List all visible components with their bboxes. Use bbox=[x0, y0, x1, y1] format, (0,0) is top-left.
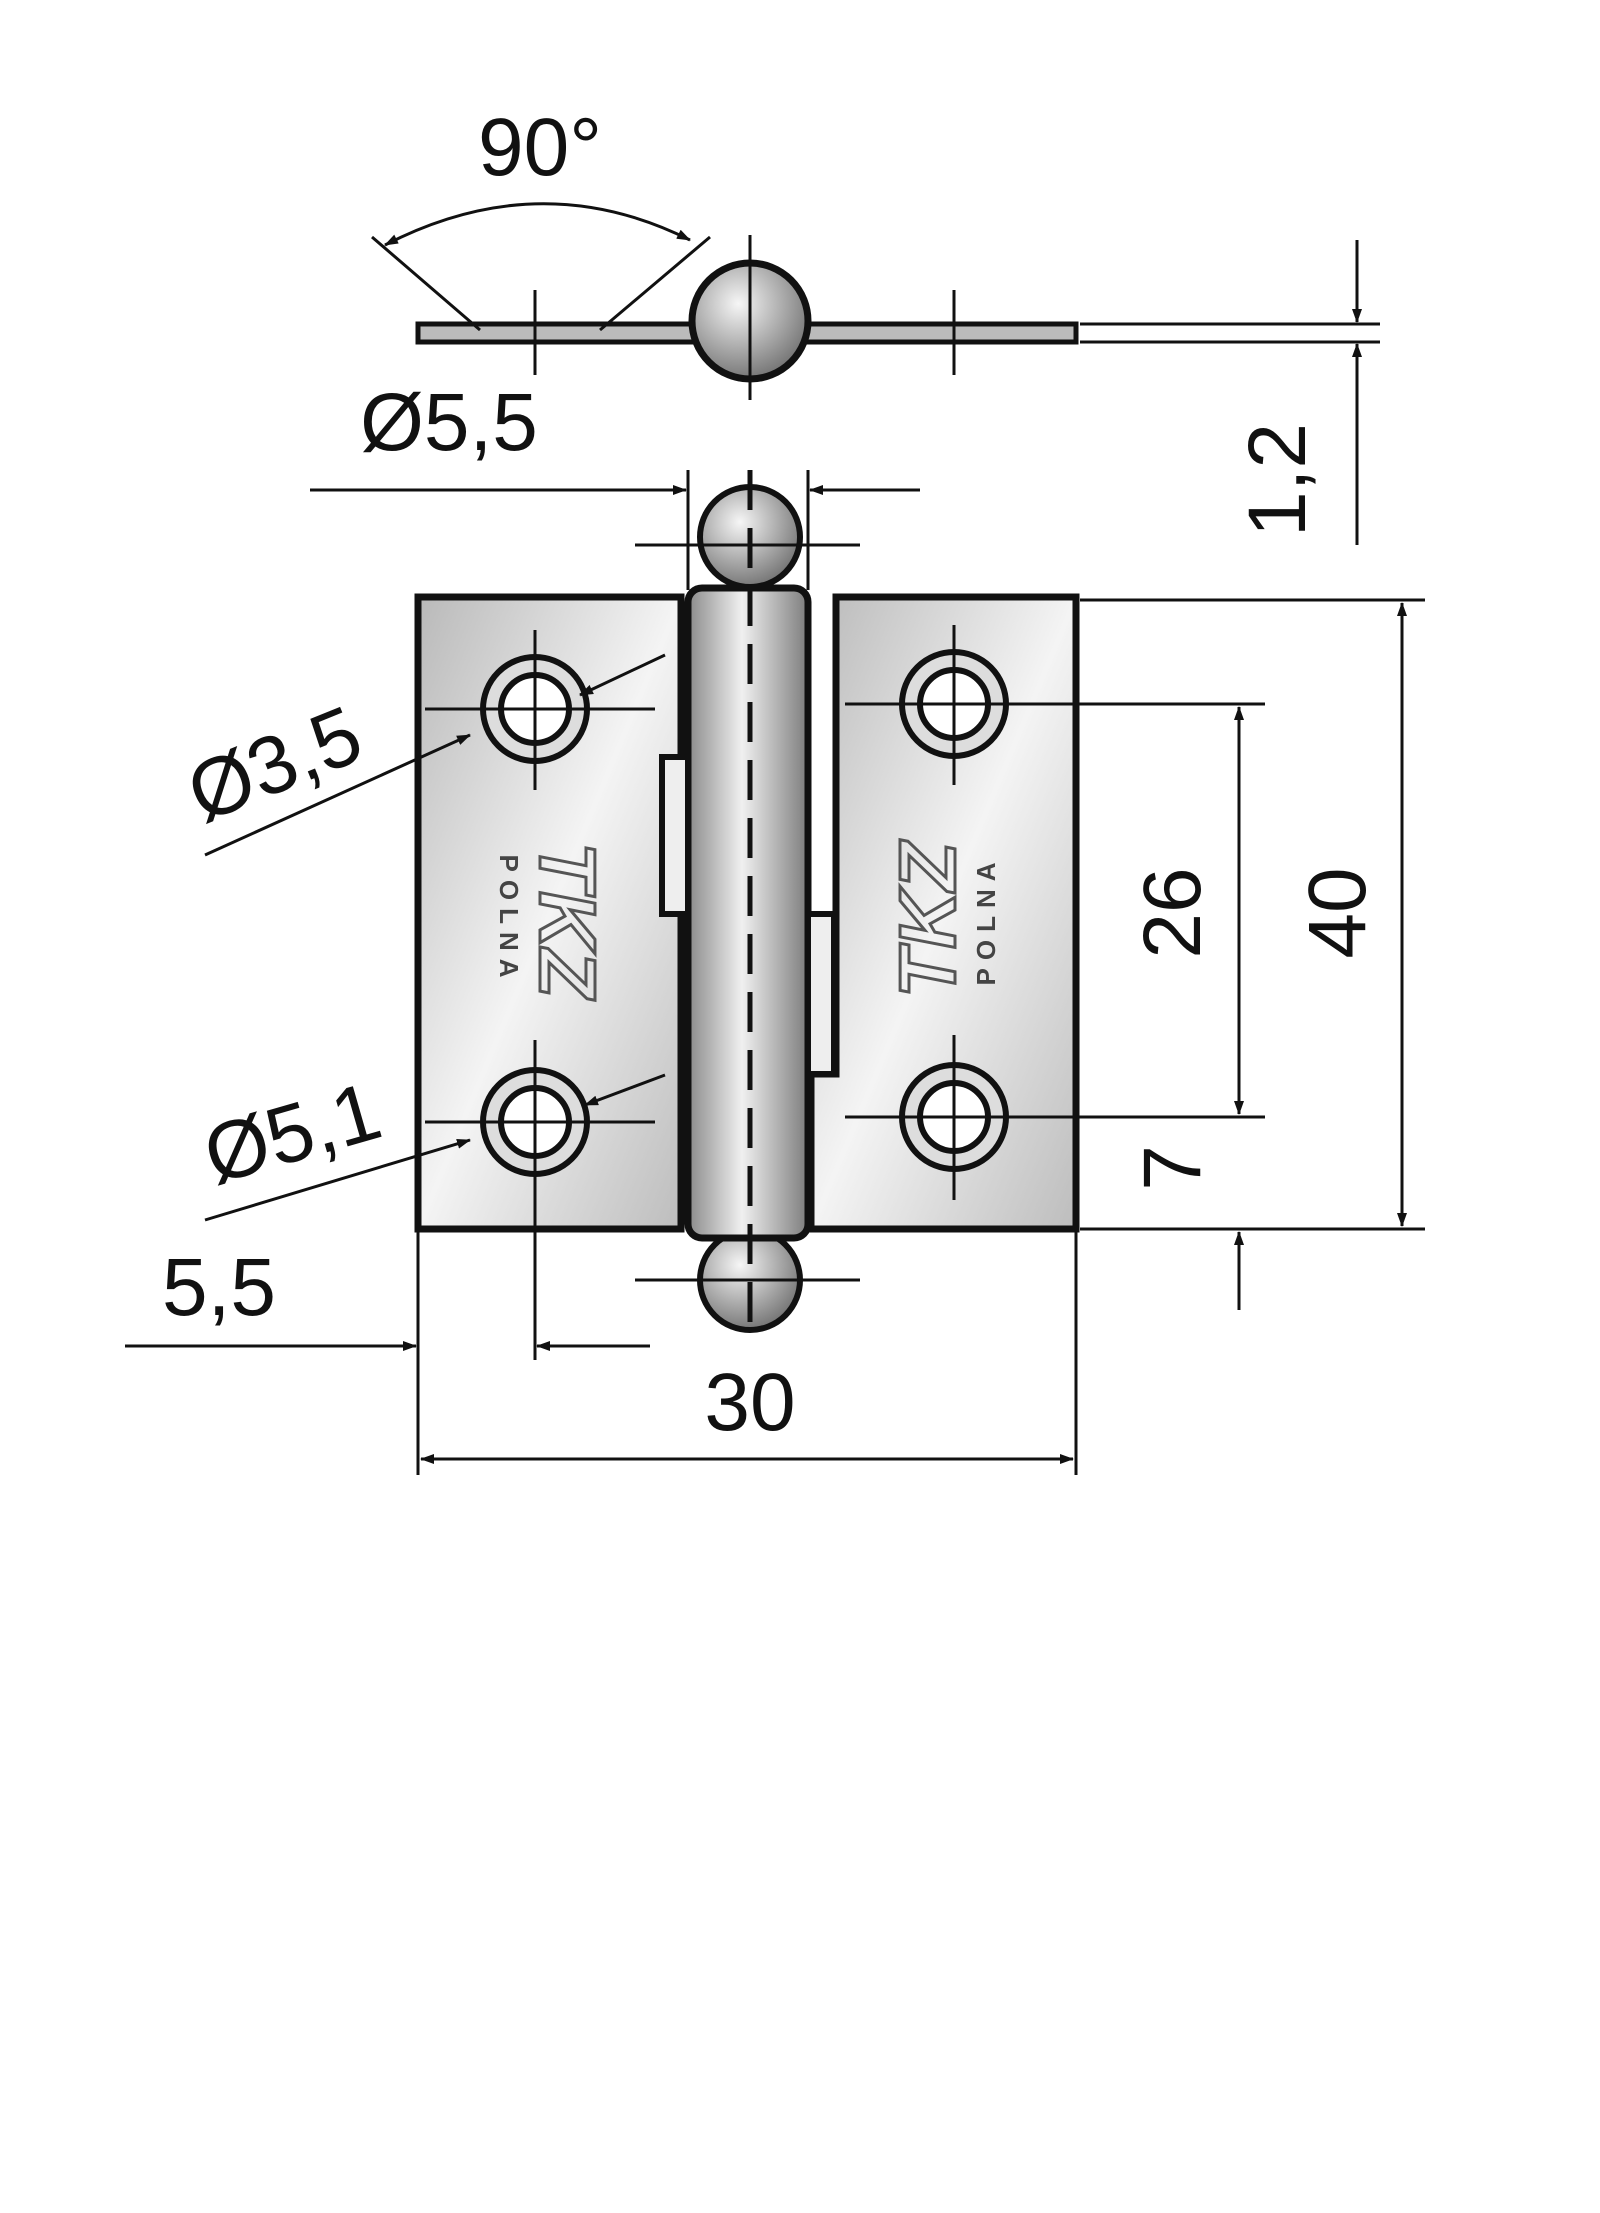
svg-text:POLNA: POLNA bbox=[971, 855, 1001, 986]
knuckle-slot-left bbox=[659, 754, 691, 917]
pin-diameter-label: Ø5,5 bbox=[360, 377, 538, 468]
top-view bbox=[371, 202, 1380, 545]
hole-bottom-left bbox=[425, 1040, 655, 1360]
knuckle-slot-right bbox=[805, 911, 837, 1077]
hole-spacing-label: 26 bbox=[1127, 867, 1218, 958]
svg-text:POLNA: POLNA bbox=[494, 855, 524, 986]
edge-offset-horizontal-label: 5,5 bbox=[162, 1242, 276, 1333]
height-label: 40 bbox=[1292, 867, 1383, 958]
svg-text:TKZ: TKZ bbox=[883, 839, 972, 998]
width-label: 30 bbox=[704, 1357, 795, 1448]
hole-diameter-label: Ø3,5 bbox=[175, 689, 374, 840]
hole-top-left bbox=[425, 630, 655, 790]
front-view: TKZ POLNA TKZ POLNA bbox=[414, 470, 1265, 1360]
edge-offset-vertical-label: 7 bbox=[1127, 1145, 1218, 1191]
logo-right: TKZ POLNA bbox=[882, 838, 1002, 1000]
mounting-holes bbox=[425, 625, 1265, 1360]
hole-top-right bbox=[845, 625, 1265, 785]
angle-label: 90° bbox=[478, 102, 602, 193]
left-leaf bbox=[414, 593, 685, 1233]
thickness-label: 1,2 bbox=[1232, 423, 1323, 537]
hole-bottom-right bbox=[845, 1035, 1265, 1200]
countersink-diameter-label: Ø5,1 bbox=[194, 1065, 390, 1201]
logo-left: TKZ POLNA bbox=[494, 841, 614, 1003]
svg-text:TKZ: TKZ bbox=[523, 842, 612, 1001]
